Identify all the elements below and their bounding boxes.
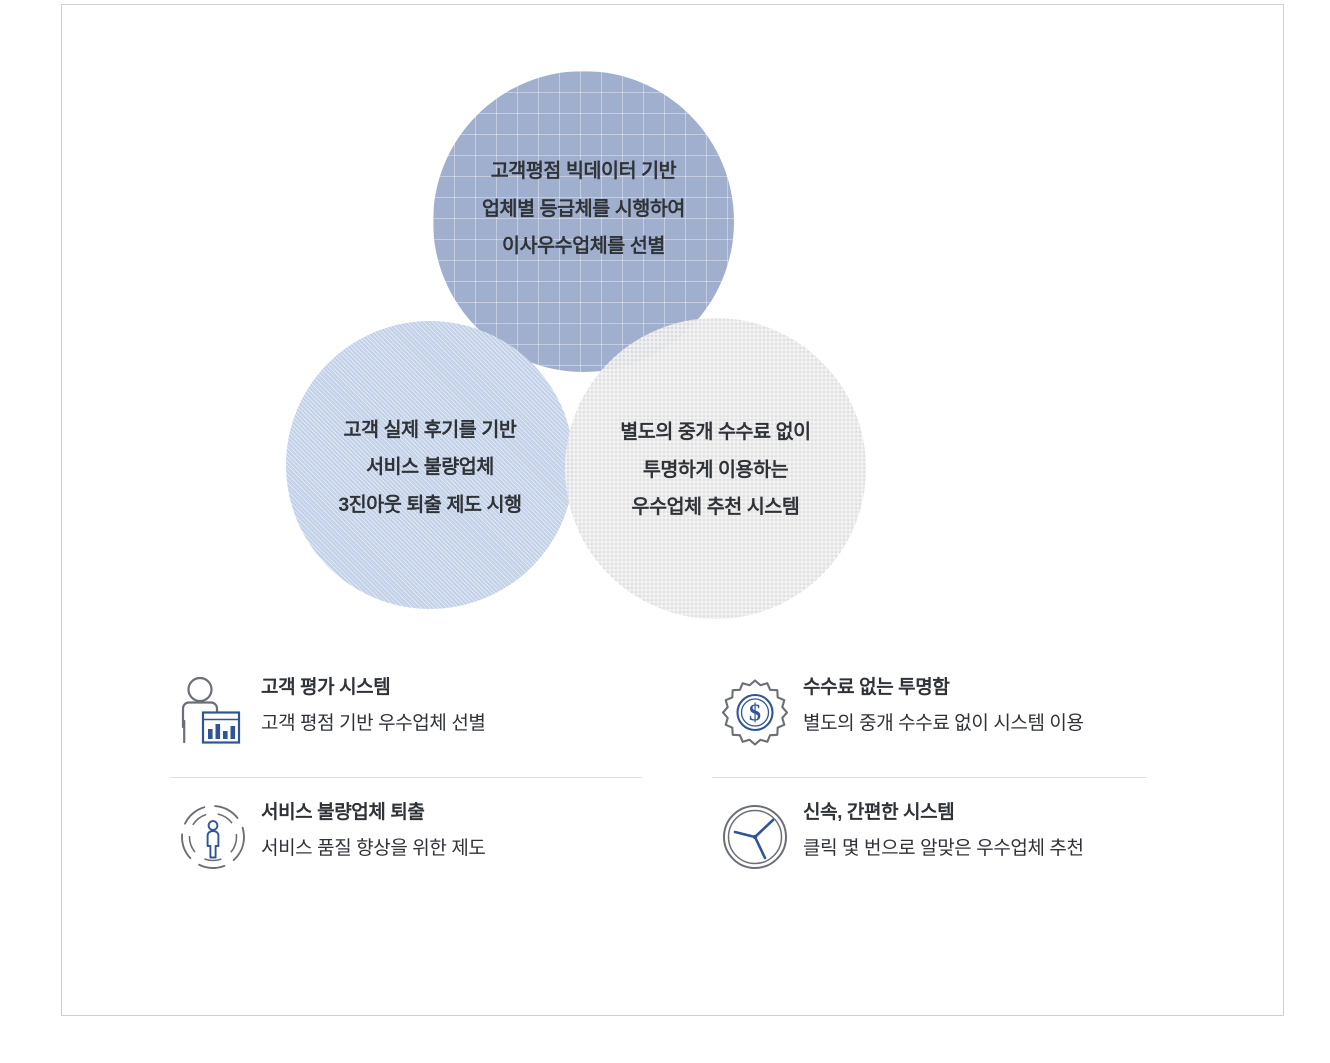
feature-text: 서비스 불량업체 퇴출 서비스 품질 향상을 위한 제도	[256, 795, 486, 861]
feature-item-no-commission[interactable]: $ 수수료 없는 투명함 별도의 중개 수수료 없이 시스템 이용	[712, 670, 1232, 754]
gear-dollar-icon: $	[712, 670, 798, 754]
venn-text-line: 별도의 중개 수수료 없이	[620, 421, 811, 444]
feature-item-bad-vendor-removal[interactable]: 서비스 불량업체 퇴출 서비스 품질 향상을 위한 제도	[170, 795, 690, 879]
feature-title: 신속, 간편한 시스템	[803, 802, 955, 823]
feature-title: 수수료 없는 투명함	[803, 677, 950, 698]
feature-item-customer-rating[interactable]: 고객 평가 시스템 고객 평점 기반 우수업체 선별	[170, 670, 690, 754]
venn-text-line: 업체별 등급체를 시행하여	[482, 197, 685, 220]
feature-title: 고객 평가 시스템	[261, 677, 391, 698]
venn-circle-top-text: 고객평점 빅데이터 기반 업체별 등급체를 시행하여 이사우수업체를 선별	[482, 153, 685, 266]
venn-text-line: 3진아웃 퇴출 제도 시행	[338, 493, 522, 516]
feature-text: 신속, 간편한 시스템 클릭 몇 번으로 알맞은 우수업체 추천	[798, 795, 1084, 861]
feature-divider-right	[712, 777, 1147, 778]
feature-title: 서비스 불량업체 퇴출	[261, 802, 425, 823]
feature-text: 고객 평가 시스템 고객 평점 기반 우수업체 선별	[256, 670, 486, 736]
venn-text-line: 고객 실제 후기를 기반	[343, 418, 517, 441]
feature-desc: 고객 평점 기반 우수업체 선별	[261, 712, 486, 734]
venn-text-line: 이사우수업체를 선별	[502, 235, 665, 258]
venn-text-line: 우수업체 추천 시스템	[631, 496, 800, 519]
feature-divider-left	[170, 777, 642, 778]
person-bar-chart-icon	[170, 670, 256, 754]
venn-circle-right: 별도의 중개 수수료 없이 투명하게 이용하는 우수업체 추천 시스템	[565, 318, 866, 619]
feature-list: 고객 평가 시스템 고객 평점 기반 우수업체 선별 $ 수수료 없는 투명함	[62, 650, 1285, 950]
venn-text-line: 투명하게 이용하는	[642, 458, 789, 481]
feature-desc: 별도의 중개 수수료 없이 시스템 이용	[803, 712, 1084, 734]
venn-circle-top: 고객평점 빅데이터 기반 업체별 등급체를 시행하여 이사우수업체를 선별	[433, 71, 734, 372]
svg-text:$: $	[749, 701, 761, 727]
feature-item-fast-system[interactable]: 신속, 간편한 시스템 클릭 몇 번으로 알맞은 우수업체 추천	[712, 795, 1232, 879]
content-frame: 고객평점 빅데이터 기반 업체별 등급체를 시행하여 이사우수업체를 선별 고객…	[61, 4, 1284, 1016]
venn-text-line: 고객평점 빅데이터 기반	[490, 160, 677, 183]
feature-desc: 클릭 몇 번으로 알맞은 우수업체 추천	[803, 837, 1084, 859]
person-circle-dashed-icon	[170, 795, 256, 879]
feature-desc: 서비스 품질 향상을 위한 제도	[261, 837, 486, 859]
clock-icon	[712, 795, 798, 879]
venn-circle-left: 고객 실제 후기를 기반 서비스 불량업체 3진아웃 퇴출 제도 시행	[286, 321, 574, 609]
venn-diagram: 고객평점 빅데이터 기반 업체별 등급체를 시행하여 이사우수업체를 선별 고객…	[62, 5, 1285, 645]
venn-circle-left-text: 고객 실제 후기를 기반 서비스 불량업체 3진아웃 퇴출 제도 시행	[338, 412, 522, 525]
feature-text: 수수료 없는 투명함 별도의 중개 수수료 없이 시스템 이용	[798, 670, 1084, 736]
venn-text-line: 서비스 불량업체	[366, 456, 494, 479]
venn-circle-right-text: 별도의 중개 수수료 없이 투명하게 이용하는 우수업체 추천 시스템	[620, 414, 811, 527]
